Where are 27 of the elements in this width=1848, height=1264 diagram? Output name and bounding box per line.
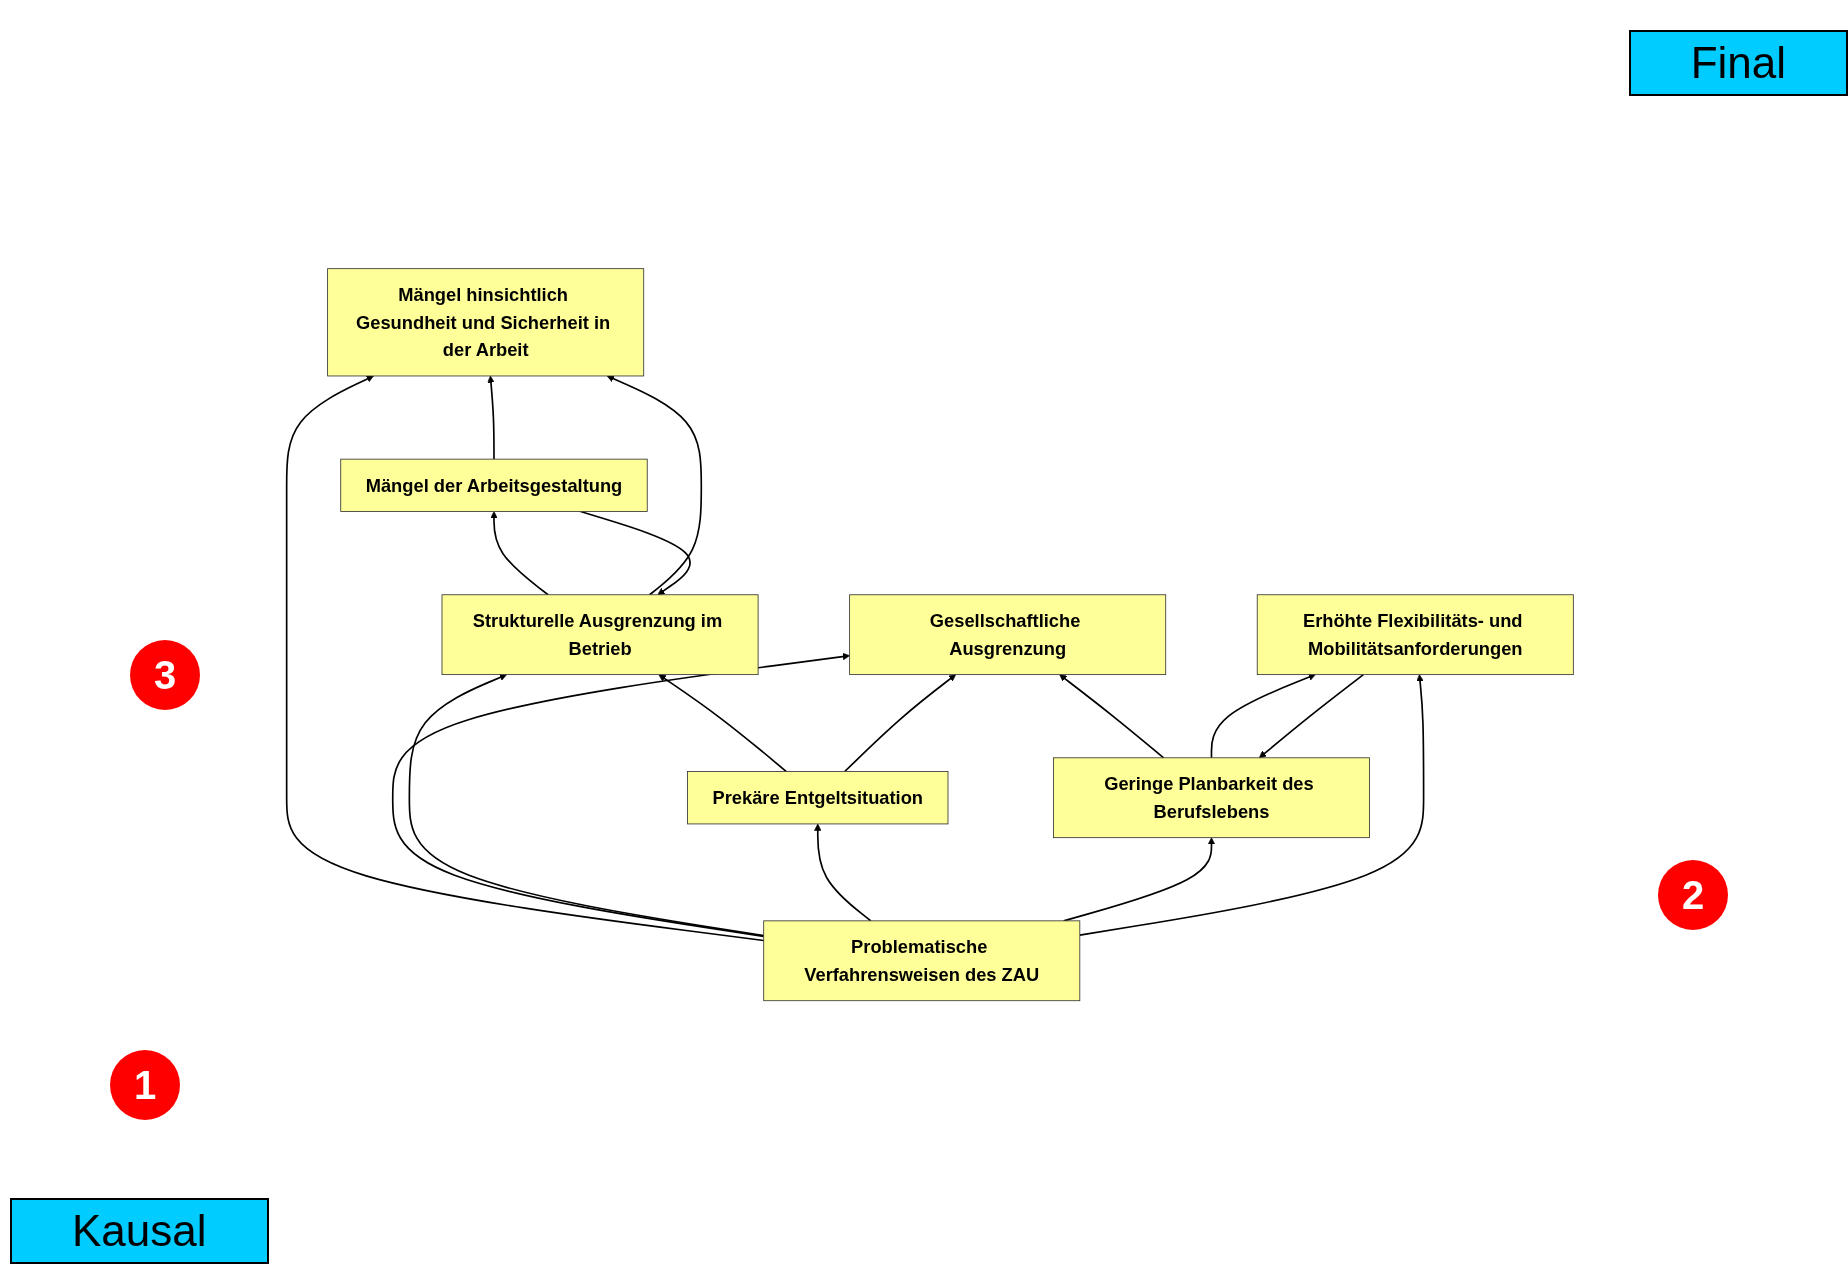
callout-number: 1 <box>110 1050 180 1120</box>
arrow <box>814 823 872 922</box>
node-box: Strukturelle Ausgrenzung im Betrieb <box>441 594 759 676</box>
arrow <box>658 674 788 773</box>
arrow <box>1062 837 1216 922</box>
arrow <box>408 674 765 937</box>
callout-number: 2 <box>1658 860 1728 930</box>
node-box: Mängel der Arbeitsgestaltung <box>340 459 648 513</box>
arrow <box>490 511 549 596</box>
node-box: Prekäre Entgeltsituation <box>687 771 949 825</box>
node-box: Geringe Planbarkeit des Berufslebens <box>1053 757 1370 839</box>
arrow <box>1059 674 1165 759</box>
arrow <box>1210 673 1316 759</box>
arrow <box>606 375 703 596</box>
arrow <box>843 674 957 773</box>
node-box: Gesellschaftliche Ausgrenzung <box>849 594 1167 676</box>
direction-label: Final <box>1628 30 1848 96</box>
arrow <box>487 375 495 461</box>
callout-number: 3 <box>130 640 200 710</box>
node-box: Erhöhte Flexibilitäts- und Mobilitätsanforderungen <box>1256 594 1574 676</box>
node-box: Problematische Verfahrensweisen des ZAU <box>763 920 1081 1002</box>
arrow <box>1079 674 1425 937</box>
arrow <box>1259 674 1365 759</box>
arrow <box>285 375 765 942</box>
node-box: Mängel hinsichtlich Gesundheit und Sicherheit in der Arbeit <box>327 268 645 377</box>
arrow <box>391 653 850 938</box>
direction-label: Kausal <box>10 1198 269 1264</box>
